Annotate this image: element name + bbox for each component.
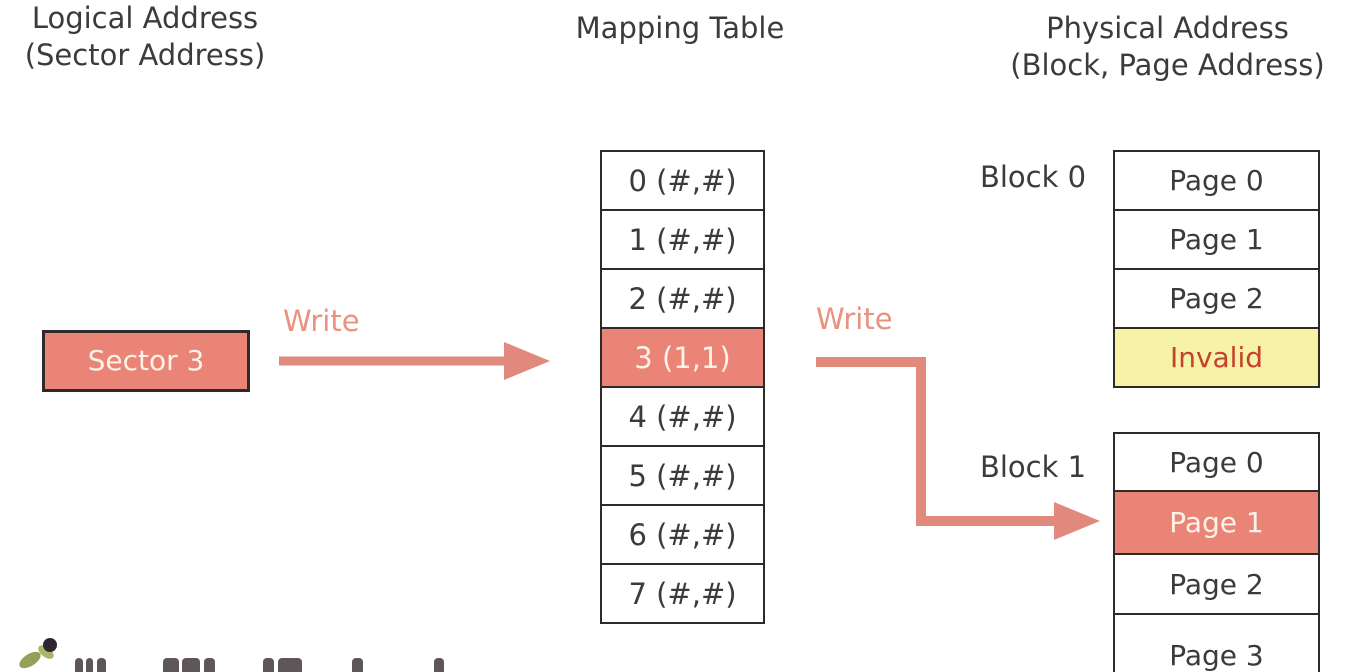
mapping-table-row: 6 (#,#) (602, 504, 763, 563)
mapping-table-row: 3 (1,1) (602, 327, 763, 386)
mapping-table: 0 (#,#)1 (#,#)2 (#,#)3 (1,1)4 (#,#)5 (#,… (600, 150, 765, 624)
mapping-table-row: 1 (#,#) (602, 209, 763, 268)
page-row: Invalid (1115, 327, 1318, 386)
page-row: Page 0 (1115, 434, 1318, 490)
physical-address-title-line2: (Block, Page Address) (1010, 48, 1325, 82)
arrowhead-icon (504, 342, 550, 380)
page-row: Page 1 (1115, 490, 1318, 553)
block-0-label: Block 0 (979, 160, 1087, 194)
logical-address-title: Logical Address (Sector Address) (0, 0, 290, 74)
page-row: Page 2 (1115, 268, 1318, 327)
page-row: Page 1 (1115, 209, 1318, 268)
sprout-logo-icon (19, 638, 57, 669)
write-arrow-logical-to-mapping (279, 342, 550, 380)
sector-3-box: Sector 3 (42, 330, 250, 392)
mapping-table-row: 7 (#,#) (602, 563, 763, 622)
page-row: Page 2 (1115, 553, 1318, 613)
logical-address-title-line1: Logical Address (31, 1, 259, 35)
physical-address-title: Physical Address (Block, Page Address) (980, 10, 1355, 84)
page-row: Page 0 (1115, 152, 1318, 209)
write-label-1: Write (283, 304, 360, 338)
logical-address-title-line2: (Sector Address) (24, 38, 266, 72)
write-label-2: Write (816, 302, 893, 336)
mapping-table-title: Mapping Table (575, 11, 785, 45)
mapping-table-row: 0 (#,#) (602, 152, 763, 209)
mapping-table-row: 2 (#,#) (602, 268, 763, 327)
page-row: Page 3 (1115, 613, 1318, 672)
mapping-table-row: 5 (#,#) (602, 445, 763, 504)
physical-address-title-line1: Physical Address (1046, 11, 1289, 45)
block-1-label: Block 1 (979, 450, 1087, 484)
mapping-table-row: 4 (#,#) (602, 386, 763, 445)
arrowhead-icon (1054, 502, 1100, 540)
